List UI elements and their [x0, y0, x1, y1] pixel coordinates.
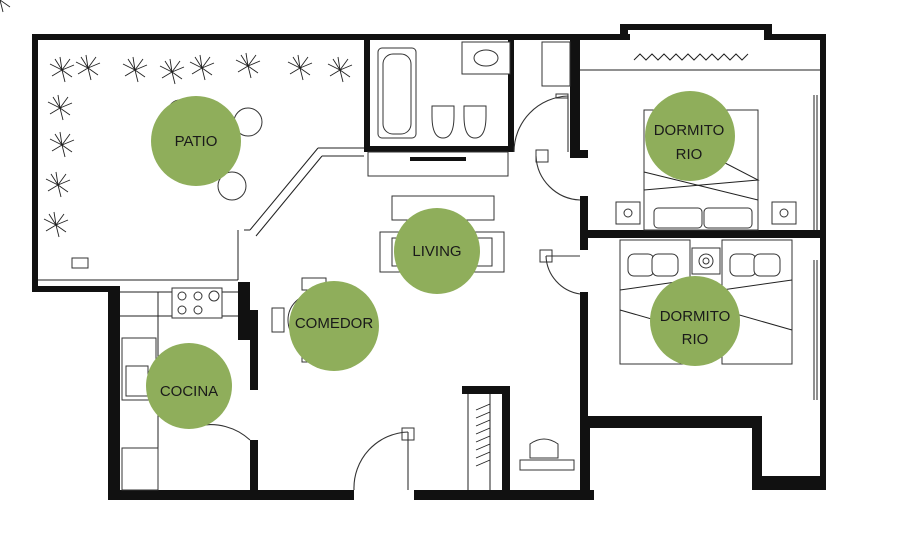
room-comedor: COMEDOR	[289, 281, 379, 371]
room-cocina-label: COCINA	[160, 383, 218, 400]
svg-text:DORMITO: DORMITO	[660, 308, 731, 325]
windows	[813, 95, 818, 400]
svg-text:COMEDOR: COMEDOR	[295, 315, 374, 332]
bedroom-2-door	[539, 249, 581, 295]
svg-text:PATIO: PATIO	[175, 133, 218, 150]
svg-text:LIVING: LIVING	[412, 243, 461, 260]
room-comedor-label: COMEDOR	[295, 315, 374, 332]
room-dormitorio-1: DORMITO RIO	[645, 91, 735, 181]
bathroom-door	[513, 93, 569, 153]
room-markers: PATIO LIVING COMEDOR COCINA DORMITO RIO …	[146, 91, 740, 429]
room-dormitorio-2-label-line2: RIO	[682, 331, 709, 348]
closet	[463, 354, 491, 490]
entry-door	[353, 427, 415, 491]
room-patio-label: PATIO	[175, 133, 218, 150]
patio-edges	[38, 147, 364, 281]
svg-text:RIO: RIO	[676, 146, 703, 163]
exterior-walls	[32, 24, 826, 500]
room-dormitorio-1-label-line1: DORMITO	[654, 122, 725, 139]
room-living: LIVING	[394, 208, 480, 294]
patio-plants	[0, 0, 353, 238]
room-living-label: LIVING	[412, 243, 461, 260]
bedroom-1-door	[535, 149, 581, 201]
room-cocina: COCINA	[146, 343, 232, 429]
room-dormitorio-1-label-line2: RIO	[676, 146, 703, 163]
bathroom-fixtures	[367, 41, 571, 177]
svg-text:COCINA: COCINA	[160, 383, 218, 400]
room-dormitorio-2: DORMITO RIO	[650, 276, 740, 366]
kitchen-door	[197, 424, 251, 441]
svg-text:RIO: RIO	[682, 331, 709, 348]
svg-text:DORMITO: DORMITO	[654, 122, 725, 139]
entry-console	[519, 438, 575, 471]
room-patio: PATIO	[151, 96, 241, 186]
interior-walls	[238, 34, 826, 500]
room-dormitorio-2-label-line1: DORMITO	[660, 308, 731, 325]
